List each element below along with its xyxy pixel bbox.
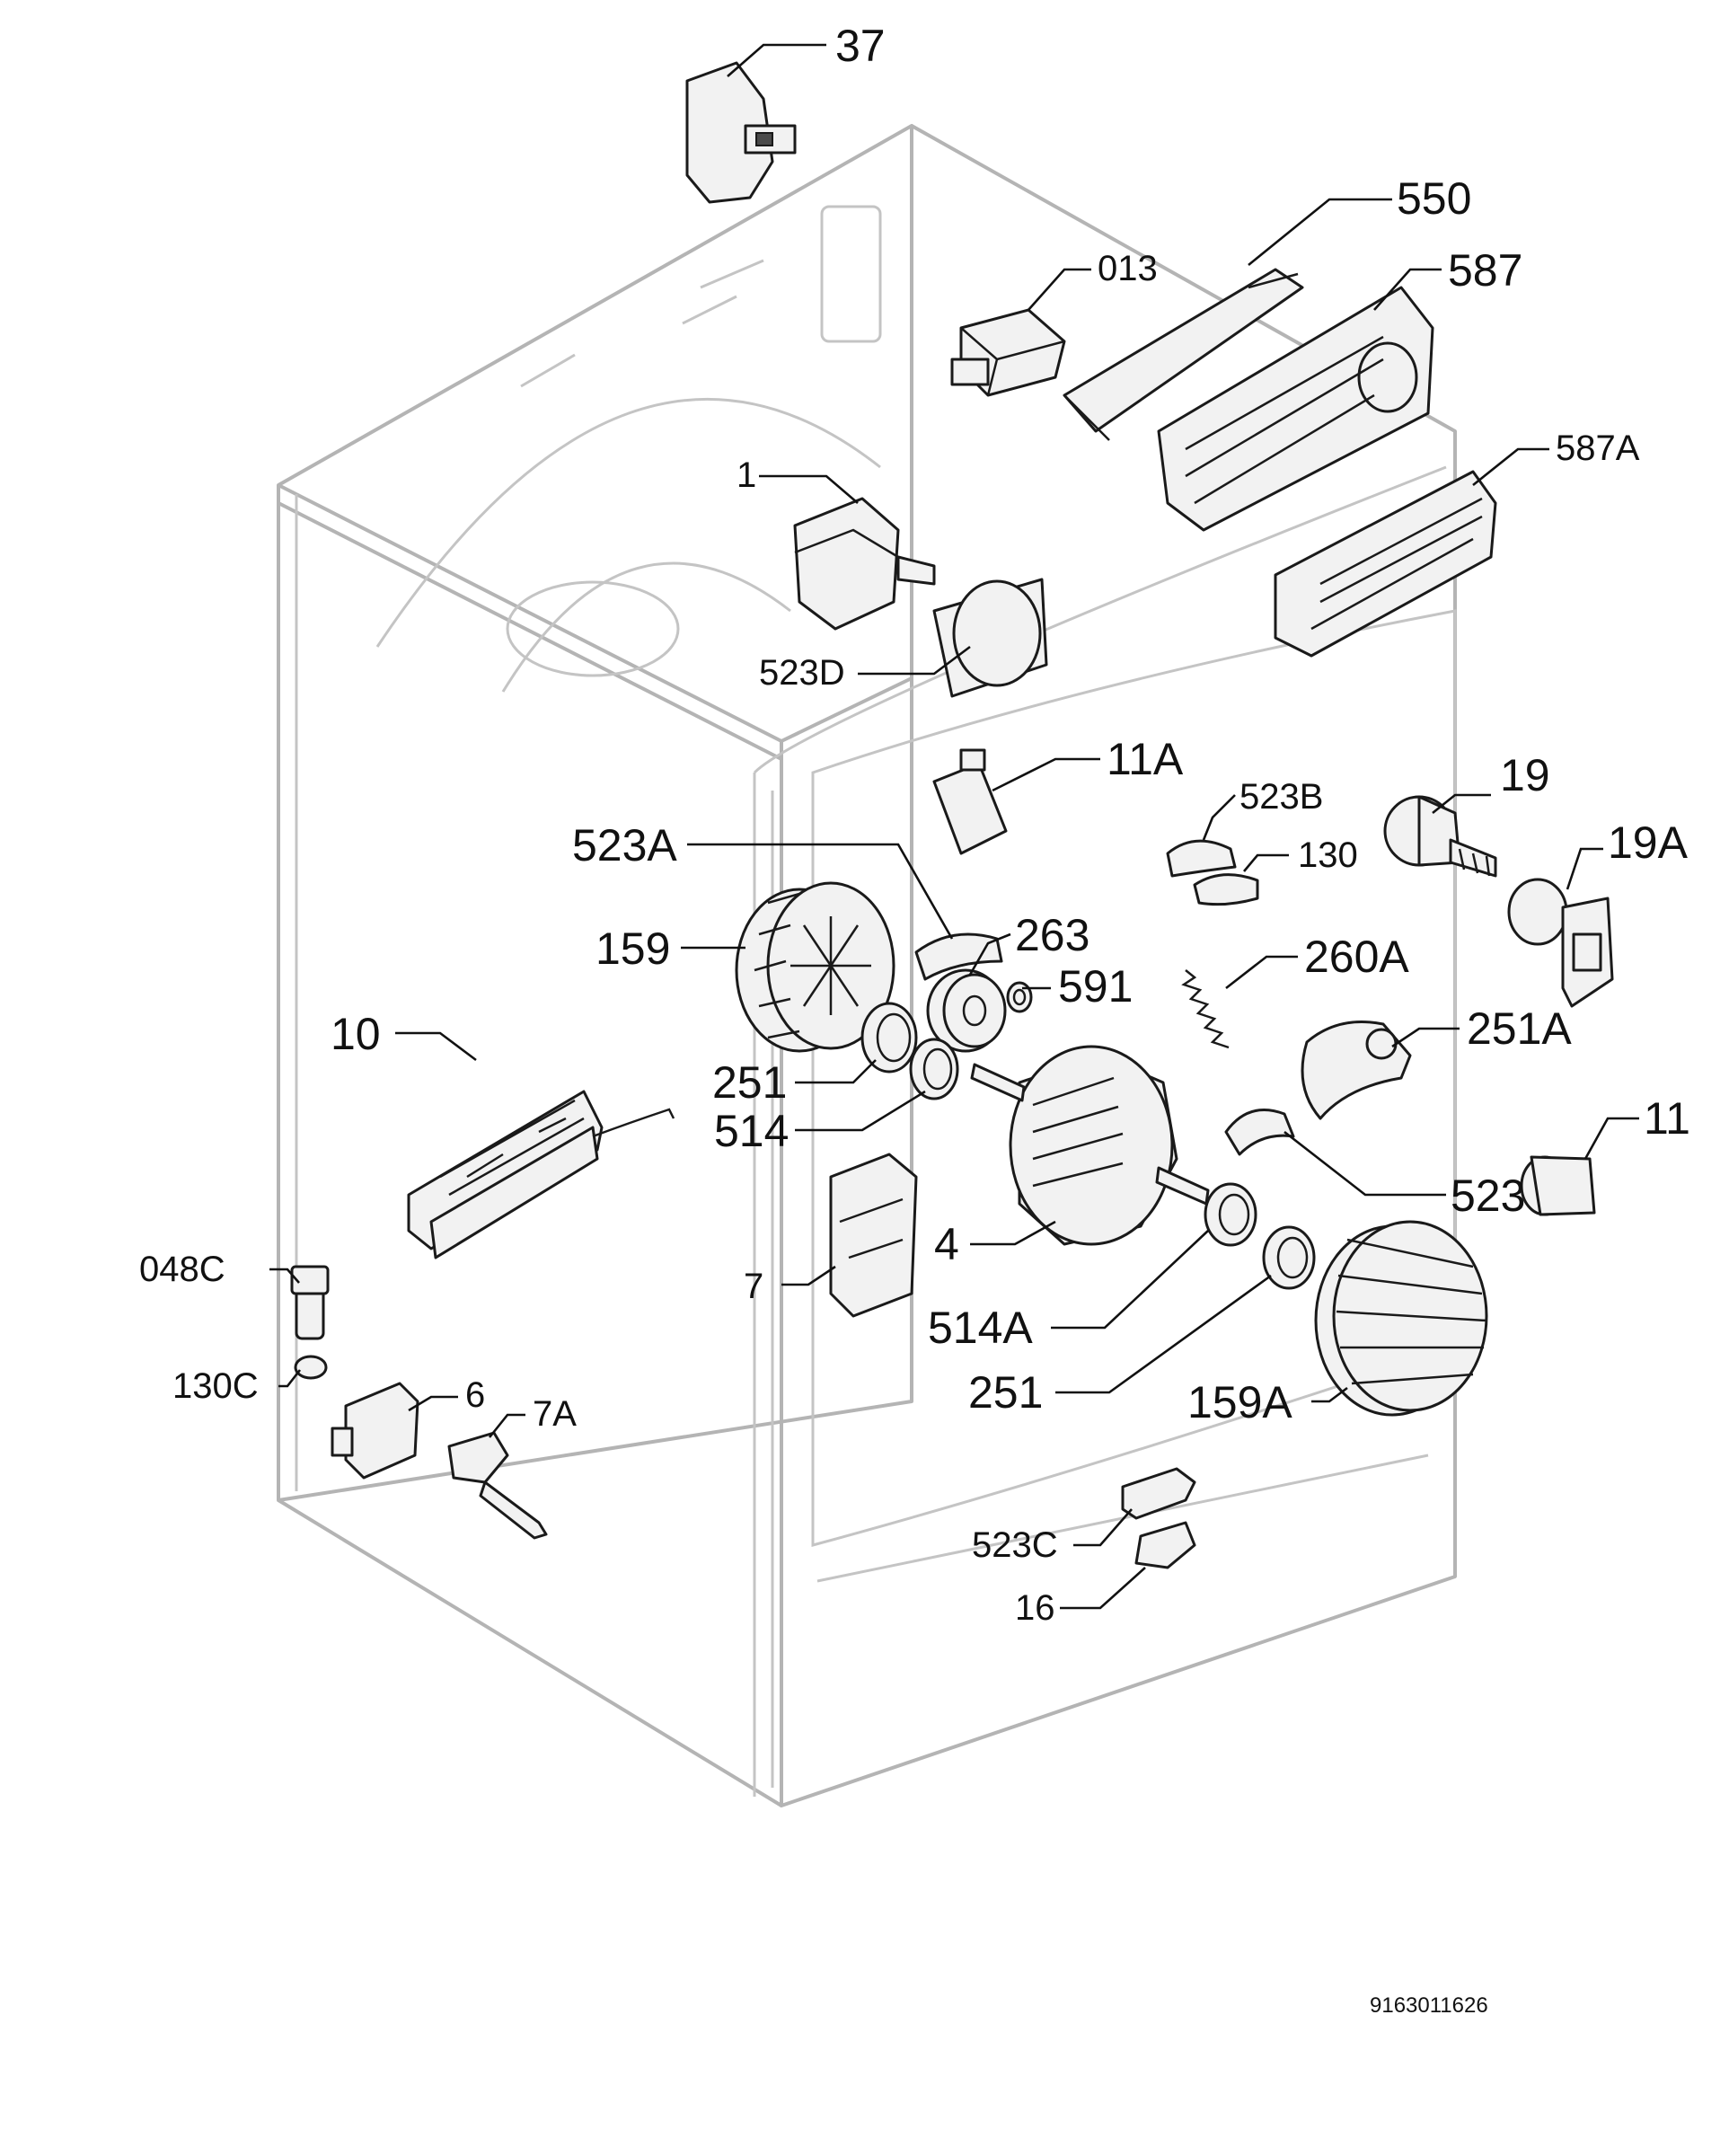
label-523: 523 (1451, 1171, 1525, 1221)
label-1: 1 (737, 455, 756, 495)
label-6: 6 (465, 1375, 485, 1415)
part-159-fan-wheel (735, 881, 895, 1053)
label-587A: 587A (1556, 429, 1640, 468)
part-523D-switch-bracket (932, 578, 1048, 698)
label-7: 7 (744, 1267, 763, 1306)
label-11A: 11A (1107, 734, 1184, 784)
part-159A-blower-wheel (1314, 1220, 1488, 1417)
label-251A: 251A (1467, 1003, 1572, 1054)
label-4: 4 (934, 1219, 959, 1269)
label-7A: 7A (533, 1394, 577, 1434)
part-251-felt-ring-upper (860, 1002, 918, 1074)
part-523B-clip (1166, 839, 1237, 878)
label-523D: 523D (759, 653, 845, 693)
label-10: 10 (331, 1009, 381, 1059)
part-6-pressure-switch (331, 1382, 419, 1480)
label-550: 550 (1397, 173, 1471, 224)
part-7-door-lock (829, 1153, 918, 1318)
label-159: 159 (595, 923, 670, 974)
part-4-motor (970, 1045, 1210, 1246)
label-16: 16 (1015, 1588, 1055, 1628)
part-523A-bearing-clip (914, 932, 1003, 981)
label-19: 19 (1500, 750, 1550, 800)
label-523C: 523C (972, 1525, 1058, 1565)
part-37-timer-block (685, 61, 797, 204)
part-130-washer (1193, 873, 1259, 906)
part-251A-cover-plate (1301, 1021, 1412, 1120)
part-013-relay (950, 308, 1066, 397)
part-7A-microswitch (447, 1431, 548, 1540)
label-013: 013 (1098, 249, 1158, 288)
label-159A: 159A (1187, 1377, 1292, 1427)
part-251-felt-ring-lower (1262, 1225, 1316, 1290)
drawing-number: 9163011626 (1370, 1993, 1488, 2018)
part-10-heater (407, 1090, 675, 1259)
part-587A-display-board (1274, 470, 1497, 658)
part-550-cover-strip (1063, 268, 1304, 441)
part-11-capacitor (1520, 1155, 1596, 1216)
label-19A: 19A (1608, 817, 1689, 868)
label-263: 263 (1015, 910, 1089, 960)
part-260A-spring (1181, 969, 1230, 1049)
part-523C-bracket (1121, 1467, 1196, 1520)
part-587-control-board (1157, 286, 1434, 532)
part-130C-grommet (294, 1355, 328, 1380)
part-514A-seal (1204, 1182, 1257, 1247)
part-514-seal-upper (909, 1038, 959, 1100)
label-251-upper: 251 (712, 1057, 787, 1108)
label-130C: 130C (172, 1366, 259, 1406)
part-19-thermostat (1383, 795, 1497, 878)
label-251-lower: 251 (968, 1367, 1043, 1418)
label-523B: 523B (1239, 777, 1323, 817)
label-514A: 514A (928, 1303, 1033, 1353)
label-587: 587 (1448, 245, 1522, 296)
part-048C-sensor (290, 1265, 330, 1340)
part-523-bearing-clip (1224, 1109, 1295, 1156)
part-591-ring (1006, 981, 1033, 1013)
label-514: 514 (714, 1106, 789, 1156)
callout-labels: 37 550 587 013 587A 1 523D 11A 19 19A 52… (139, 21, 1690, 1628)
part-19A-thermostat-holder (1507, 878, 1614, 1008)
label-11: 11 (1644, 1093, 1690, 1144)
leader-lines (269, 43, 1639, 1610)
label-523A: 523A (572, 820, 677, 870)
label-591: 591 (1058, 961, 1133, 1012)
label-37: 37 (835, 21, 886, 71)
label-130: 130 (1298, 835, 1358, 875)
part-16-microswitch (1134, 1521, 1196, 1569)
label-260A: 260A (1304, 932, 1409, 982)
part-1-selector-switch (793, 497, 936, 631)
part-11A-capacitor (932, 748, 1008, 855)
label-048C: 048C (139, 1250, 225, 1289)
part-263-pulley (926, 968, 1007, 1053)
